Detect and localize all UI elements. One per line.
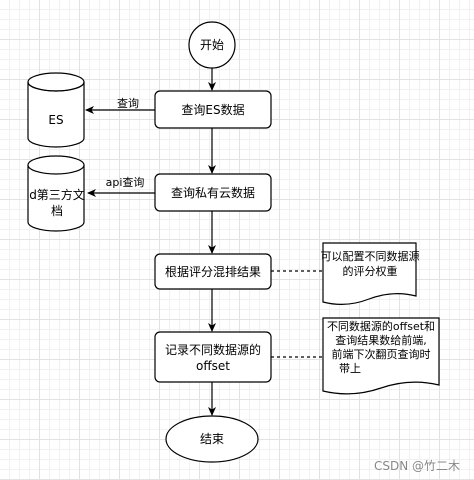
note-score-weight[interactable]: 可以配置不同数据源 的评分权重: [321, 242, 420, 305]
store-es[interactable]: ES: [27, 72, 85, 148]
start-node-label: 开始: [200, 38, 224, 52]
note-score-weight-line1: 可以配置不同数据源: [321, 249, 420, 263]
process-query-es[interactable]: 查询ES数据: [154, 90, 272, 129]
process-merge-label: 根据评分混排结果: [165, 265, 261, 279]
process-query-cloud[interactable]: 查询私有云数据: [154, 173, 272, 212]
process-query-cloud-label: 查询私有云数据: [171, 185, 255, 200]
watermark: CSDN @竹二木: [374, 459, 460, 473]
note-offset-info-line3: 前端下次翻页查询时: [332, 347, 431, 361]
process-record-offset-label-line1: 记录不同数据源的: [165, 342, 261, 357]
end-node-label: 结束: [200, 432, 224, 446]
edge-label-query: 查询: [117, 96, 139, 110]
note-offset-info-line1: 不同数据源的offset和: [327, 319, 435, 333]
note-offset-info-line2: 查询结果数给前端,: [335, 333, 427, 347]
store-third-party-docs-label-line2: 档: [51, 204, 63, 218]
end-node[interactable]: 结束: [165, 415, 259, 463]
process-query-es-label: 查询ES数据: [181, 102, 244, 117]
store-third-party-docs-label-line1: d第三方文: [29, 187, 85, 202]
connectors: [85, 68, 323, 416]
edge-label-api-query: api查询: [106, 175, 145, 189]
store-es-label: ES: [48, 113, 63, 127]
process-record-offset-label-line2: offset: [196, 359, 230, 373]
process-merge[interactable]: 根据评分混排结果: [154, 253, 272, 290]
note-score-weight-line2: 的评分权重: [343, 264, 398, 278]
store-third-party-docs[interactable]: d第三方文 档: [27, 155, 85, 232]
note-offset-info-line4: 带上: [339, 362, 361, 375]
process-record-offset[interactable]: 记录不同数据源的 offset: [154, 331, 272, 383]
start-node[interactable]: 开始: [188, 21, 236, 69]
note-offset-info[interactable]: 不同数据源的offset和 查询结果数给前端, 前端下次翻页查询时 带上: [322, 317, 440, 395]
